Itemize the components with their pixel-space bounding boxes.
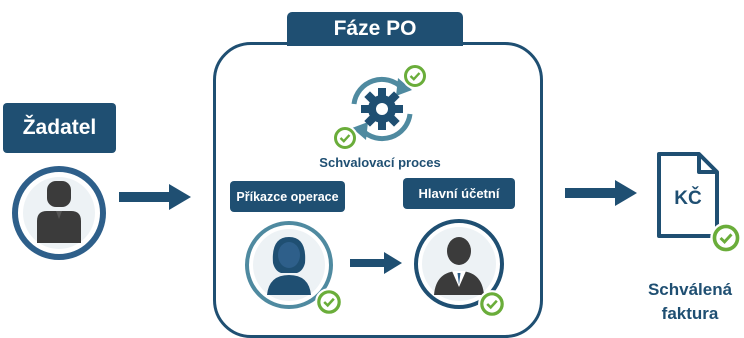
person-icon: [12, 166, 106, 260]
invoice-caption-line2: faktura: [661, 304, 719, 323]
phase-title: Fáze PO: [287, 12, 463, 46]
check-badge-icon: [478, 290, 506, 318]
invoice-document-icon: KČ: [655, 150, 725, 240]
check-badge-icon: [315, 288, 343, 316]
arrow-requester-to-phase: [119, 184, 191, 210]
accountant-label: Hlavní účetní: [403, 178, 515, 209]
gear-cycle-icon: [351, 76, 413, 142]
arrow-phase-to-invoice: [565, 180, 637, 206]
currency-label: KČ: [674, 188, 702, 209]
arrow-operator-to-accountant: [350, 252, 402, 274]
invoice-caption-line1: Schválená: [647, 280, 733, 299]
check-badge-icon: [402, 63, 428, 89]
operator-label: Příkazce operace: [230, 181, 345, 212]
check-badge-icon: [332, 125, 358, 151]
approval-process-label: Schvalovací proces: [319, 155, 441, 170]
requester-avatar: [9, 163, 109, 263]
male-person-icon: [414, 219, 504, 309]
female-person-icon: [245, 221, 333, 309]
requester-label: Žadatel: [3, 103, 116, 153]
check-badge-icon: [710, 222, 742, 254]
